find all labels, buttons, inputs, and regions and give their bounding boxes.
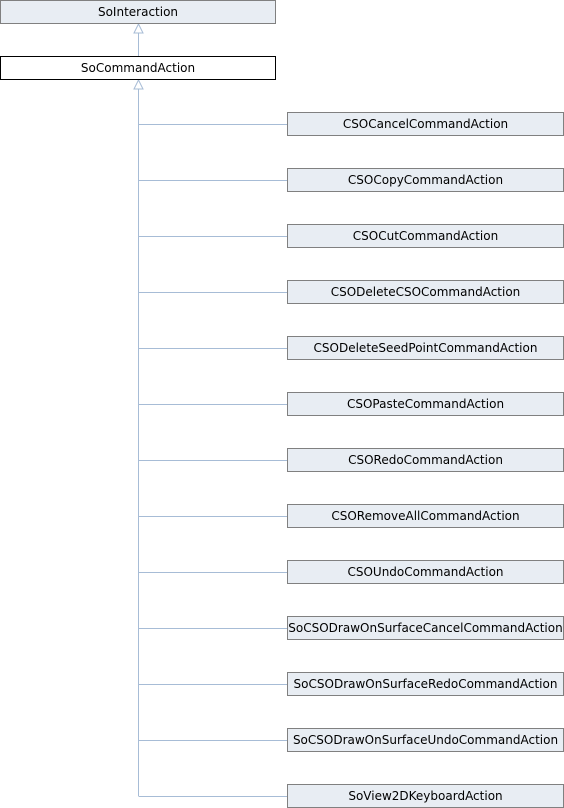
node-child[interactable]: CSOUndoCommandAction bbox=[287, 560, 564, 584]
node-child[interactable]: SoView2DKeyboardAction bbox=[287, 784, 564, 808]
node-child[interactable]: CSORemoveAllCommandAction bbox=[287, 504, 564, 528]
node-child[interactable]: SoCSODrawOnSurfaceRedoCommandAction bbox=[287, 672, 564, 696]
inheritance-arrow-root bbox=[133, 22, 144, 34]
node-child[interactable]: SoCSODrawOnSurfaceUndoCommandAction bbox=[287, 728, 564, 752]
node-child[interactable]: CSOPasteCommandAction bbox=[287, 392, 564, 416]
node-child[interactable]: CSORedoCommandAction bbox=[287, 448, 564, 472]
node-child[interactable]: CSOCopyCommandAction bbox=[287, 168, 564, 192]
inheritance-arrow-parent bbox=[133, 78, 144, 90]
node-child[interactable]: CSODeleteCSOCommandAction bbox=[287, 280, 564, 304]
node-child[interactable]: SoCSODrawOnSurfaceCancelCommandAction bbox=[287, 616, 564, 640]
node-so-command-action: SoCommandAction bbox=[0, 56, 276, 80]
node-child[interactable]: CSOCutCommandAction bbox=[287, 224, 564, 248]
node-child[interactable]: CSODeleteSeedPointCommandAction bbox=[287, 336, 564, 360]
node-so-interaction[interactable]: SoInteraction bbox=[0, 0, 276, 24]
node-child[interactable]: CSOCancelCommandAction bbox=[287, 112, 564, 136]
